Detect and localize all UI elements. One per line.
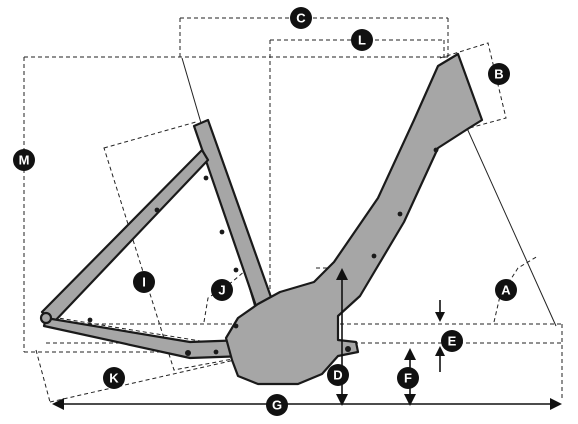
badge-a: A [495,279,517,301]
guide-k-bottom [49,351,271,403]
dimension-arrows [52,268,562,410]
down-tube-and-motor [224,52,484,386]
svg-text:B: B [494,67,503,82]
badge-g: G [266,394,288,416]
svg-text:J: J [218,283,225,298]
svg-text:C: C [296,11,306,26]
badge-j: J [211,279,233,301]
badge-d: D [327,364,349,386]
seat-stay [40,148,210,324]
rear-dropout [39,311,53,325]
badge-m: M [13,149,35,171]
guide-k-line [45,315,269,353]
svg-text:K: K [109,371,119,386]
svg-text:L: L [358,33,366,48]
seat-tube [192,118,274,308]
svg-text:G: G [272,398,282,413]
badge-c: C [290,7,312,29]
svg-text:E: E [448,334,457,349]
bike-frame [39,52,484,386]
svg-text:M: M [19,153,30,168]
badge-k: K [103,367,125,389]
guide-k-left [35,349,51,403]
guide-b-box [439,42,507,131]
svg-text:D: D [333,368,342,383]
badge-l: L [351,29,373,51]
badge-b: B [488,63,510,85]
badge-f: F [397,367,419,389]
svg-text:A: A [501,283,511,298]
svg-text:I: I [142,275,146,290]
steering-axis-line [465,125,557,327]
badge-i: I [133,271,155,293]
svg-text:F: F [404,371,412,386]
badge-e: E [441,330,463,352]
